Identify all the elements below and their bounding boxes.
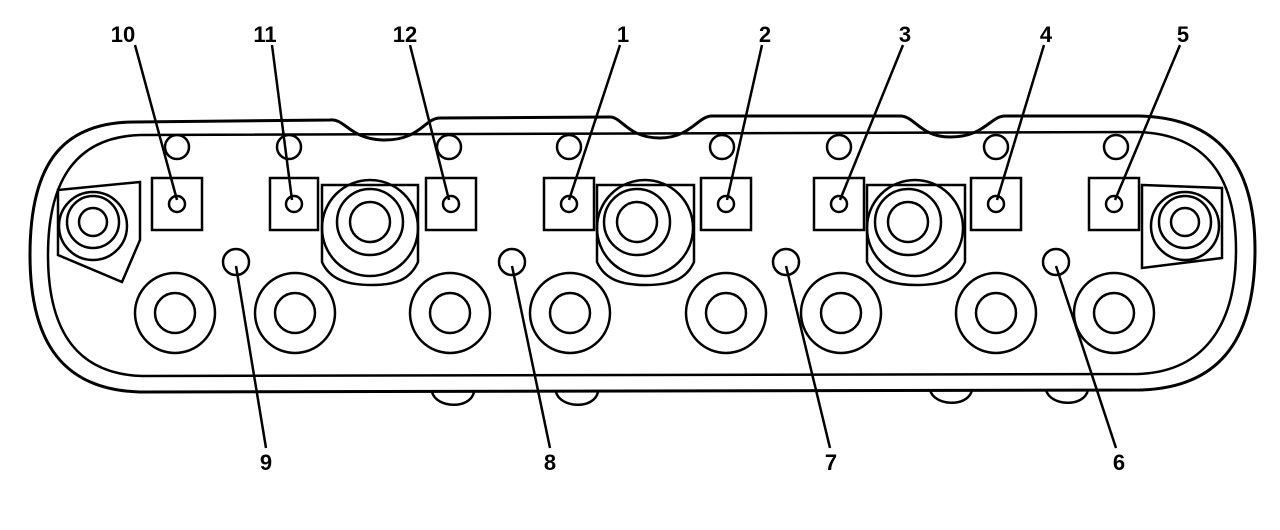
callout-label: 8 <box>544 450 556 475</box>
end-studs <box>56 180 1224 284</box>
callout-label: 11 <box>253 22 276 47</box>
upper-bolt <box>542 176 596 232</box>
upper-bolt <box>812 176 866 232</box>
upper-bolt <box>424 176 478 232</box>
lower-bolt <box>408 271 492 355</box>
callout-label: 6 <box>1113 450 1125 475</box>
callout-label: 2 <box>759 22 771 47</box>
leader-7 <box>784 265 832 449</box>
leader-4 <box>995 44 1046 201</box>
upper-bolt <box>150 176 204 232</box>
lower-bolts <box>133 271 1156 355</box>
leader-1 <box>567 44 622 201</box>
upper-bolt <box>268 176 320 232</box>
leader-9 <box>234 265 268 449</box>
leader-10 <box>133 44 179 201</box>
lower-bolt <box>253 271 337 355</box>
lower-bolt <box>954 271 1038 355</box>
callout-label: 5 <box>1177 22 1189 47</box>
callout-label: 9 <box>260 450 272 475</box>
lower-bolt <box>1072 271 1156 355</box>
callout-label: 12 <box>393 22 417 47</box>
leader-3 <box>838 44 905 201</box>
leader-8 <box>510 265 552 449</box>
lower-bolt <box>684 271 768 355</box>
leader-6 <box>1054 265 1118 449</box>
callout-label: 7 <box>825 450 837 475</box>
callout-labels: 10 11 12 1 2 3 4 5 9 8 7 6 <box>111 22 1189 475</box>
lower-bolt <box>799 271 883 355</box>
locating-holes <box>221 247 1071 277</box>
leader-12 <box>408 44 451 201</box>
upper-bolts <box>150 176 1141 232</box>
upper-bolt <box>699 176 753 232</box>
top-holes <box>163 133 1130 161</box>
lower-bolt <box>528 271 612 355</box>
head-outline <box>28 114 1257 406</box>
callout-label: 4 <box>1040 22 1053 47</box>
leader-2 <box>725 44 764 201</box>
rocker-bosses <box>320 178 967 287</box>
callout-label: 1 <box>617 22 629 47</box>
leader-11 <box>270 44 294 201</box>
leader-lines <box>133 44 1182 449</box>
lower-bolt <box>133 271 217 355</box>
callout-label: 3 <box>899 22 911 47</box>
callout-label: 10 <box>111 22 135 47</box>
upper-bolt <box>969 176 1023 232</box>
upper-bolt <box>1087 176 1141 232</box>
leader-5 <box>1113 44 1182 201</box>
